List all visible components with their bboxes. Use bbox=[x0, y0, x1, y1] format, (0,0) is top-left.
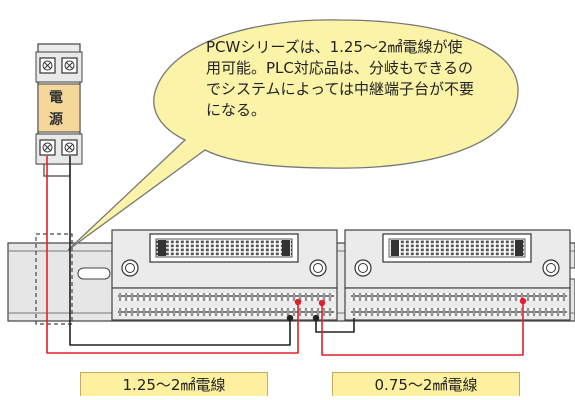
psu-screw-top-left bbox=[39, 57, 56, 74]
psu-screw-top-right bbox=[61, 57, 78, 74]
psu-label-top: 電 bbox=[49, 90, 63, 106]
black-wire-1 bbox=[69, 156, 291, 346]
wire-label-right: 0.75～2㎟電線 bbox=[332, 372, 520, 396]
red-wire-2 bbox=[321, 301, 524, 356]
psu-label-bottom: 源 bbox=[49, 112, 63, 128]
psu-screw-bottom-left bbox=[39, 139, 56, 156]
callout-bubble bbox=[67, 19, 519, 251]
callout-text: PCWシリーズは、1.25～2㎟電線が使 用可能。PLC対応品は、分岐もできるの… bbox=[206, 37, 506, 121]
power-supply-unit bbox=[35, 43, 83, 177]
wire-junctions bbox=[286, 297, 527, 322]
relay-terminal-outline bbox=[35, 233, 73, 325]
callout-line-4: になる。 bbox=[206, 101, 267, 119]
wire-label-left: 1.25～2㎟電線 bbox=[80, 372, 268, 396]
wiring bbox=[46, 156, 524, 356]
red-wire-1 bbox=[46, 156, 299, 354]
callout-line-1: PCWシリーズは、1.25～2㎟電線が使 bbox=[206, 38, 463, 56]
callout-line-3: でシステムによっては中継端子台が不要 bbox=[206, 80, 475, 98]
terminal-block-1 bbox=[111, 229, 338, 321]
black-wire-2 bbox=[315, 318, 355, 333]
terminal-block-2 bbox=[344, 229, 571, 321]
psu-screw-bottom-right bbox=[61, 139, 78, 156]
callout-line-2: 用可能。PLC対応品は、分岐もできるの bbox=[206, 59, 473, 77]
